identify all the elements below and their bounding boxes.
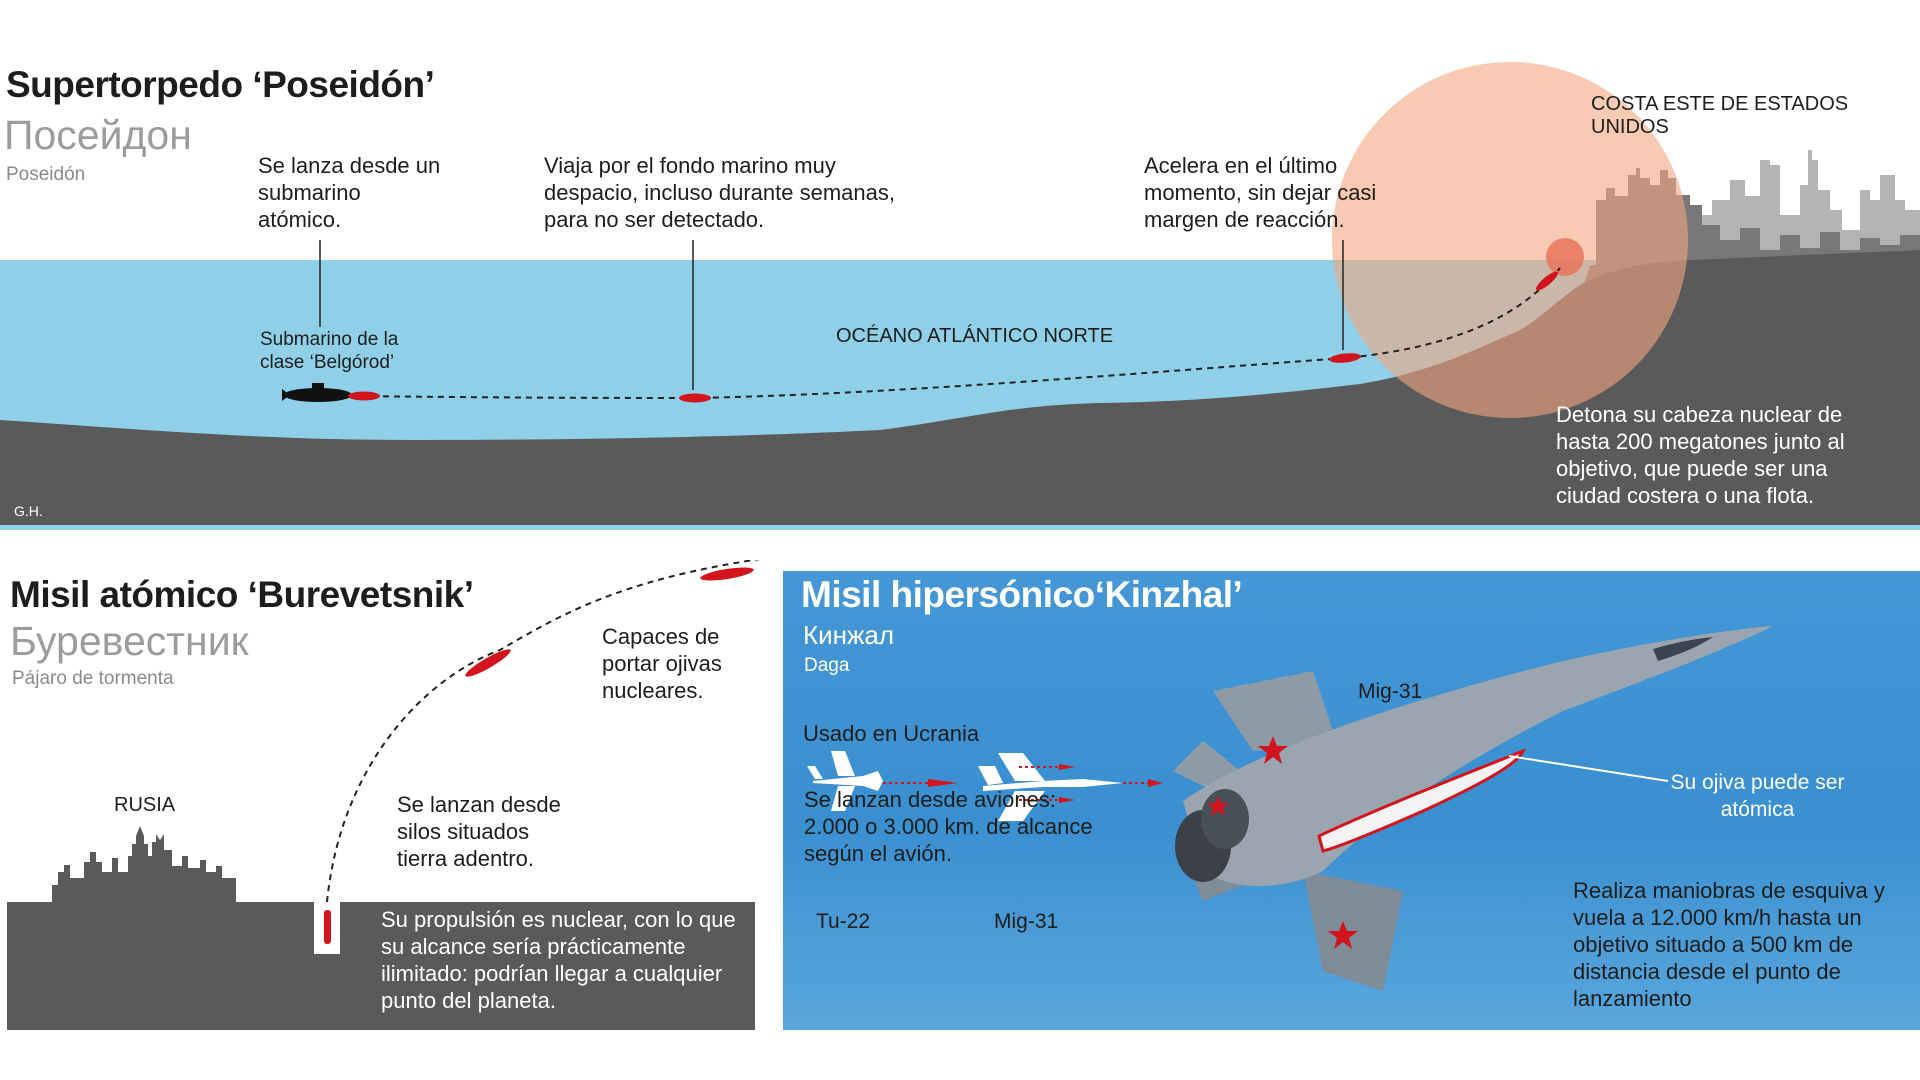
- missile-icon: [928, 779, 958, 787]
- poseidon-step-launch: Se lanza desde un submarino atómico.: [258, 153, 441, 232]
- burevestnik-title: Misil atómico ‘Burevetsnik’: [10, 574, 474, 615]
- kinzhal-maneuvers: Realiza maniobras de esquiva y vuela a 1…: [1573, 878, 1885, 1011]
- aircraft-label-mig31: Mig-31: [994, 910, 1059, 933]
- kinzhal-missile-icon: [1317, 748, 1526, 853]
- poseidon-step-travel: Viaja por el fondo marino muy despacio, …: [544, 153, 895, 232]
- coast-label: COSTA ESTE DE ESTADOS UNIDOS: [1591, 93, 1849, 138]
- submarine-icon: [282, 383, 352, 402]
- burevestnik-diagram: [7, 560, 761, 1030]
- aircraft-label-tu22: Tu-22: [816, 910, 871, 933]
- credit: G.H.: [14, 503, 43, 519]
- burevestnik-propulsion: Su propulsión es nuclear, con lo que su …: [381, 907, 736, 1013]
- torpedo-icon: [1329, 353, 1361, 363]
- tu22-aircraft-icon: [807, 751, 883, 811]
- burevestnik-capacity: Capaces de portar ojivas nucleares.: [602, 624, 722, 703]
- poseidon-name-ru: Посейдон: [4, 112, 192, 158]
- kinzhal-launch: Se lanzan desde aviones: 2.000 o 3.000 k…: [804, 787, 1093, 866]
- ground: [7, 902, 755, 1030]
- missile-in-silo: [324, 910, 331, 944]
- burevestnik-launch: Se lanzan desde silos situados tierra ad…: [397, 792, 561, 871]
- seabed: [0, 250, 1920, 525]
- submarine-label: Submarino de la clase ‘Belgórod’: [260, 329, 399, 373]
- missile-icon: [700, 567, 754, 581]
- impact-point: [1546, 238, 1584, 276]
- poseidon-name-translation: Poseidón: [6, 164, 86, 185]
- detonation-text: Detona su cabeza nuclear de hasta 200 me…: [1556, 402, 1845, 508]
- torpedo-icon: [1535, 271, 1559, 291]
- mig31-label: Mig-31: [1358, 680, 1423, 703]
- kinzhal-name-translation: Daga: [804, 655, 850, 676]
- burevestnik-name-translation: Pájaro de tormenta: [12, 668, 174, 689]
- leader-line: [1508, 755, 1669, 782]
- missile-icon: [465, 649, 511, 677]
- mig31-aircraft-icon: [1173, 626, 1773, 991]
- burevestnik-name-ru: Буревестник: [10, 618, 249, 664]
- kinzhal-used-in: Usado en Ucrania: [803, 721, 980, 746]
- poseidon-step-accelerate: Acelera en el último momento, sin dejar …: [1144, 153, 1377, 232]
- ocean-label: OCÉANO ATLÁNTICO NORTE: [836, 325, 1114, 347]
- torpedo-icon: [348, 391, 380, 401]
- poseidon-diagram: [0, 62, 1920, 530]
- kinzhal-warhead: Su ojiva puede ser atómica: [1670, 771, 1845, 821]
- kinzhal-title: Misil hipersónico‘Kinzhal’: [801, 574, 1243, 615]
- russia-skyline: [52, 826, 236, 902]
- poseidon-title: Supertorpedo ‘Poseidón’: [6, 64, 435, 105]
- kinzhal-name-ru: Кинжал: [803, 620, 895, 650]
- kinzhal-diagram: [807, 626, 1773, 991]
- russia-label: RUSIA: [114, 794, 176, 816]
- torpedo-icon: [679, 393, 711, 403]
- missile-trajectory: [326, 560, 761, 903]
- blast-radius: [1332, 62, 1688, 418]
